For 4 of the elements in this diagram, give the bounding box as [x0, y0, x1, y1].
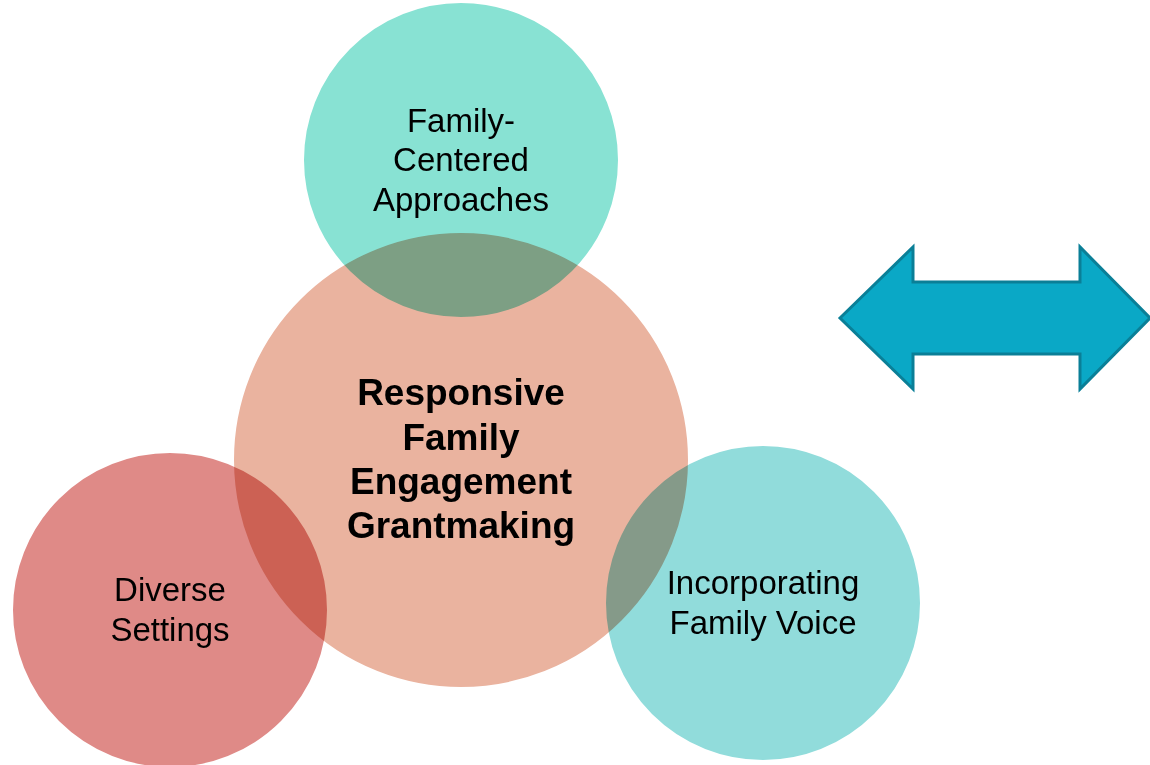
circle-label: Responsive Family Engagement Grantmaking	[345, 371, 577, 549]
circle-label: Incorporating Family Voice	[665, 563, 861, 643]
circle-label: Diverse Settings	[109, 570, 231, 650]
circle-label: Family- Centered Approaches	[371, 100, 551, 220]
